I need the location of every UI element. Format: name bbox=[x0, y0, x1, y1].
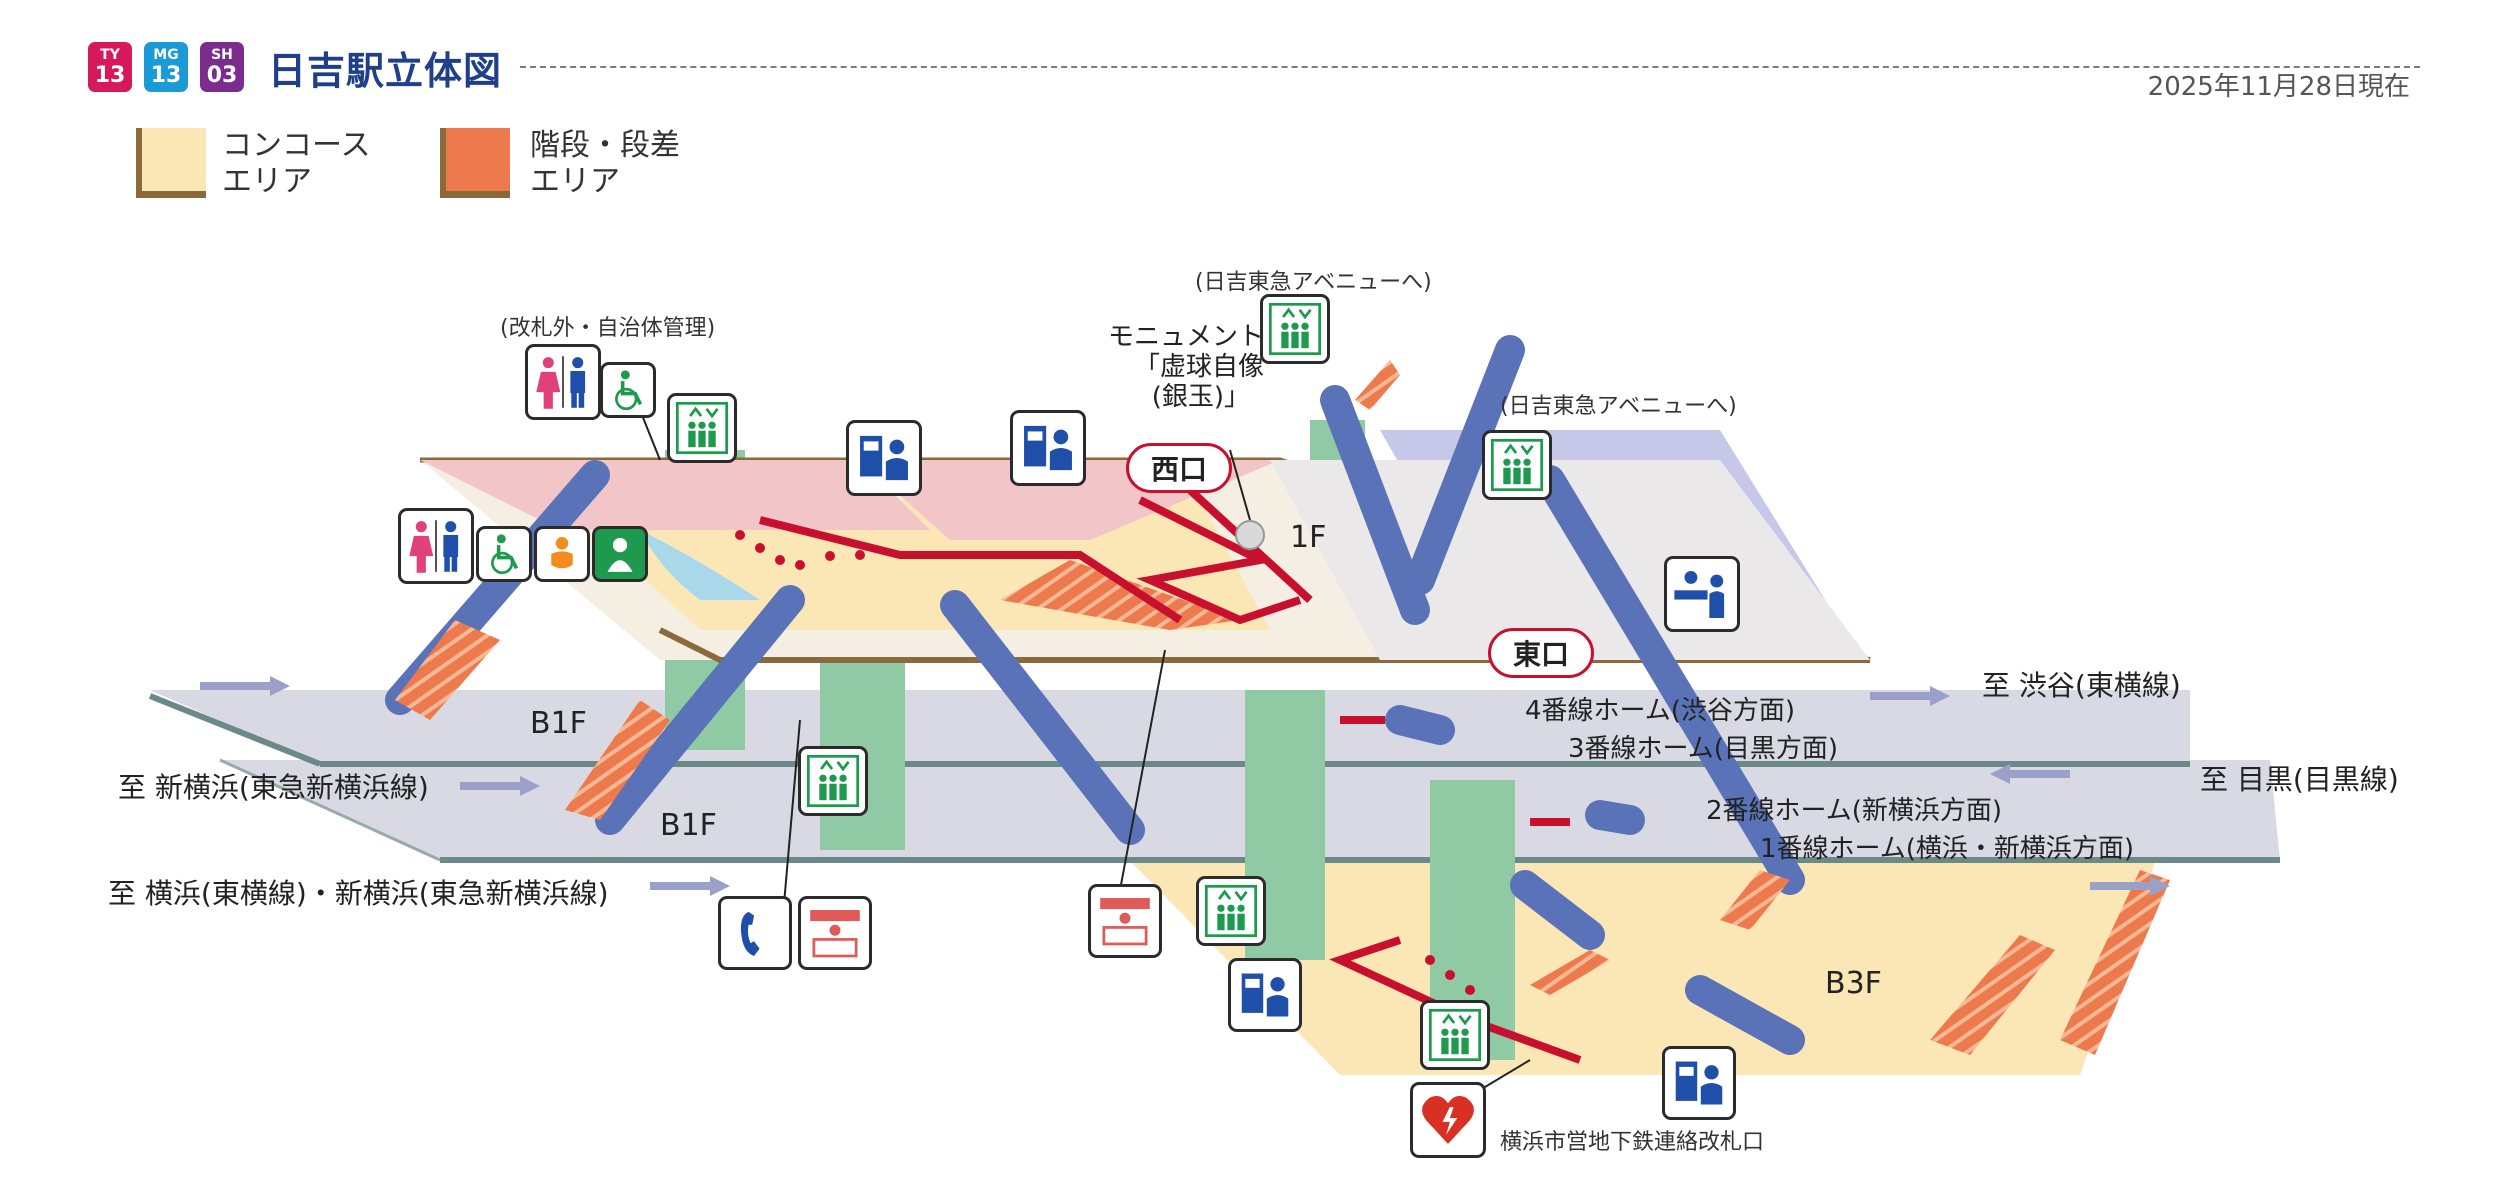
elevator-icon bbox=[1260, 294, 1330, 364]
page-title: 日吉駅立体図 bbox=[268, 49, 503, 93]
line-code: TY bbox=[100, 47, 120, 63]
wheelchair-icon bbox=[476, 526, 532, 582]
route-dots bbox=[735, 530, 1475, 995]
stairs bbox=[395, 360, 2170, 1055]
baby-care-icon bbox=[534, 526, 590, 582]
b3f-concourse bbox=[1090, 820, 2170, 1075]
floor-label-b1f-lower: B1F bbox=[660, 808, 717, 843]
monument-line: 「虚球自像 bbox=[1134, 352, 1265, 382]
legend-line: エリア bbox=[530, 164, 620, 199]
elevator-icon bbox=[1196, 876, 1266, 946]
monument-label: モニュメント 「虚球自像 (銀玉)」 bbox=[1108, 322, 1264, 412]
floor-label-1f: 1F bbox=[1290, 520, 1327, 555]
elevator-icon bbox=[1482, 430, 1552, 500]
b1f-upper-platform bbox=[150, 690, 2190, 765]
elevator-icon bbox=[1420, 1000, 1490, 1070]
ticket-office-icon bbox=[1664, 556, 1740, 632]
legend-label-stairs: 階段・段差 エリア bbox=[530, 128, 680, 200]
avenue-note-right: (日吉東急アベニューへ) bbox=[1500, 394, 1737, 419]
destination-yokohama: 至 横浜(東横線)・新横浜(東急新横浜線) bbox=[108, 877, 609, 910]
destination-shinyokohama: 至 新横浜(東急新横浜線) bbox=[118, 771, 429, 804]
legend-line: 階段・段差 bbox=[530, 128, 680, 163]
east-exit-label: 東口 bbox=[1488, 628, 1595, 678]
shop-icon bbox=[1088, 884, 1162, 958]
platform-1-label: 1番線ホーム(横浜・新横浜方面) bbox=[1760, 834, 2135, 864]
west-exit-label: 西口 bbox=[1126, 443, 1233, 493]
ticket-machine-icon bbox=[1010, 410, 1086, 486]
monument-line: モニュメント bbox=[1108, 322, 1265, 352]
direction-arrows bbox=[200, 676, 2170, 896]
line-number: 13 bbox=[94, 63, 126, 88]
floor-label-b3f: B3F bbox=[1825, 966, 1882, 1001]
ticket-machine-icon bbox=[1228, 958, 1302, 1032]
line-number: 13 bbox=[150, 63, 182, 88]
platform-4-label: 4番線ホーム(渋谷方面) bbox=[1525, 696, 1796, 726]
line-badge-ty: TY 13 bbox=[88, 42, 132, 92]
platform-3-label: 3番線ホーム(目黒方面) bbox=[1568, 734, 1839, 764]
elevator-icon bbox=[667, 393, 737, 463]
elevator-icon bbox=[798, 746, 868, 816]
restroom-icon bbox=[525, 344, 601, 420]
outside-gate-note: (改札外・自治体管理) bbox=[500, 316, 716, 341]
destination-meguro: 至 目黒(目黒線) bbox=[2200, 763, 2399, 796]
title-divider bbox=[520, 66, 2420, 68]
legend-line: コンコース bbox=[222, 128, 371, 163]
legend-line: エリア bbox=[222, 164, 312, 199]
line-badge-mg: MG 13 bbox=[144, 42, 188, 92]
line-code: SH bbox=[211, 47, 233, 63]
legend-label-concourse: コンコース エリア bbox=[222, 128, 371, 200]
line-code: MG bbox=[153, 47, 179, 63]
telephone-icon bbox=[718, 896, 792, 970]
line-badge-sh: SH 03 bbox=[200, 42, 244, 92]
platform-2-label: 2番線ホーム(新横浜方面) bbox=[1706, 796, 2003, 826]
wheelchair-icon bbox=[600, 362, 656, 418]
shop-icon bbox=[798, 896, 872, 970]
floor-label-b1f-upper: B1F bbox=[530, 706, 587, 741]
legend-swatch-concourse bbox=[136, 128, 206, 198]
subway-transfer-gate-label: 横浜市営地下鉄連絡改札口 bbox=[1500, 1130, 1765, 1155]
destination-shibuya: 至 渋谷(東横線) bbox=[1982, 669, 2181, 702]
as-of-date: 2025年11月28日現在 bbox=[2147, 72, 2410, 102]
restroom-icon bbox=[398, 508, 474, 584]
legend-swatch-stairs bbox=[440, 128, 510, 198]
monument-line: (銀玉)」 bbox=[1151, 382, 1251, 412]
aed-icon bbox=[1410, 1082, 1486, 1158]
multipurpose-room-icon bbox=[592, 526, 648, 582]
line-number: 03 bbox=[206, 63, 238, 88]
ticket-machine-icon bbox=[846, 420, 922, 496]
avenue-note-top: (日吉東急アベニューへ) bbox=[1195, 270, 1432, 295]
ticket-machine-icon bbox=[1662, 1046, 1736, 1120]
monument-ball bbox=[1235, 520, 1265, 550]
